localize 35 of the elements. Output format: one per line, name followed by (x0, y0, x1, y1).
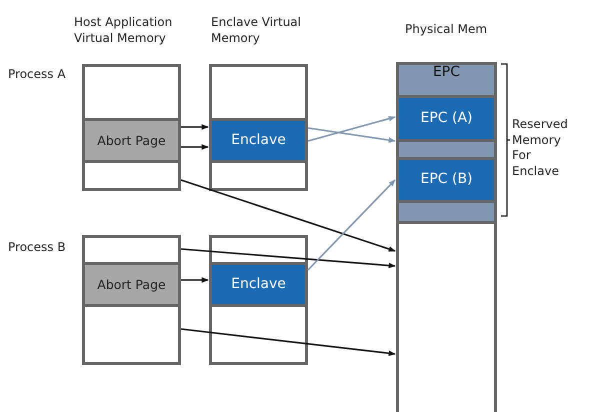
block-label: EPC (B) (420, 172, 473, 188)
block-label: Enclave (231, 276, 286, 292)
arrow (181, 277, 209, 283)
memory-region (82, 235, 181, 365)
text-label: Process A (8, 67, 66, 83)
text-label: Host Application Virtual Memory (74, 15, 174, 46)
enclave-block (209, 118, 308, 163)
memory-region (396, 62, 497, 412)
memory-region (209, 64, 308, 191)
arrow (180, 179, 396, 252)
block-label: Abort Page (97, 134, 166, 148)
enclave-block (209, 262, 308, 307)
block-label: EPC (A) (420, 110, 472, 126)
memory-region (209, 235, 308, 365)
enclave-block (396, 95, 497, 142)
block-label: Abort Page (97, 278, 166, 292)
text-label: Enclave Virtual Memory (211, 15, 302, 46)
abort-page-block (82, 262, 181, 307)
memory-region (82, 64, 181, 191)
epc-band (396, 200, 497, 224)
arrow (181, 124, 209, 130)
block-label: EPC (432, 65, 460, 80)
arrow (308, 127, 396, 143)
text-label: Process B (8, 240, 66, 256)
block-label: Enclave (231, 132, 286, 148)
arrow (307, 179, 396, 271)
epc-band (396, 62, 497, 98)
text-label: Reserved Memory For Enclave (512, 117, 569, 180)
arrow (180, 328, 396, 356)
arrow (181, 144, 209, 150)
enclave-block (396, 157, 497, 203)
arrow (180, 248, 396, 268)
text-label: Physical Mem (405, 22, 488, 38)
arrow (308, 116, 396, 142)
abort-page-block (82, 118, 181, 163)
